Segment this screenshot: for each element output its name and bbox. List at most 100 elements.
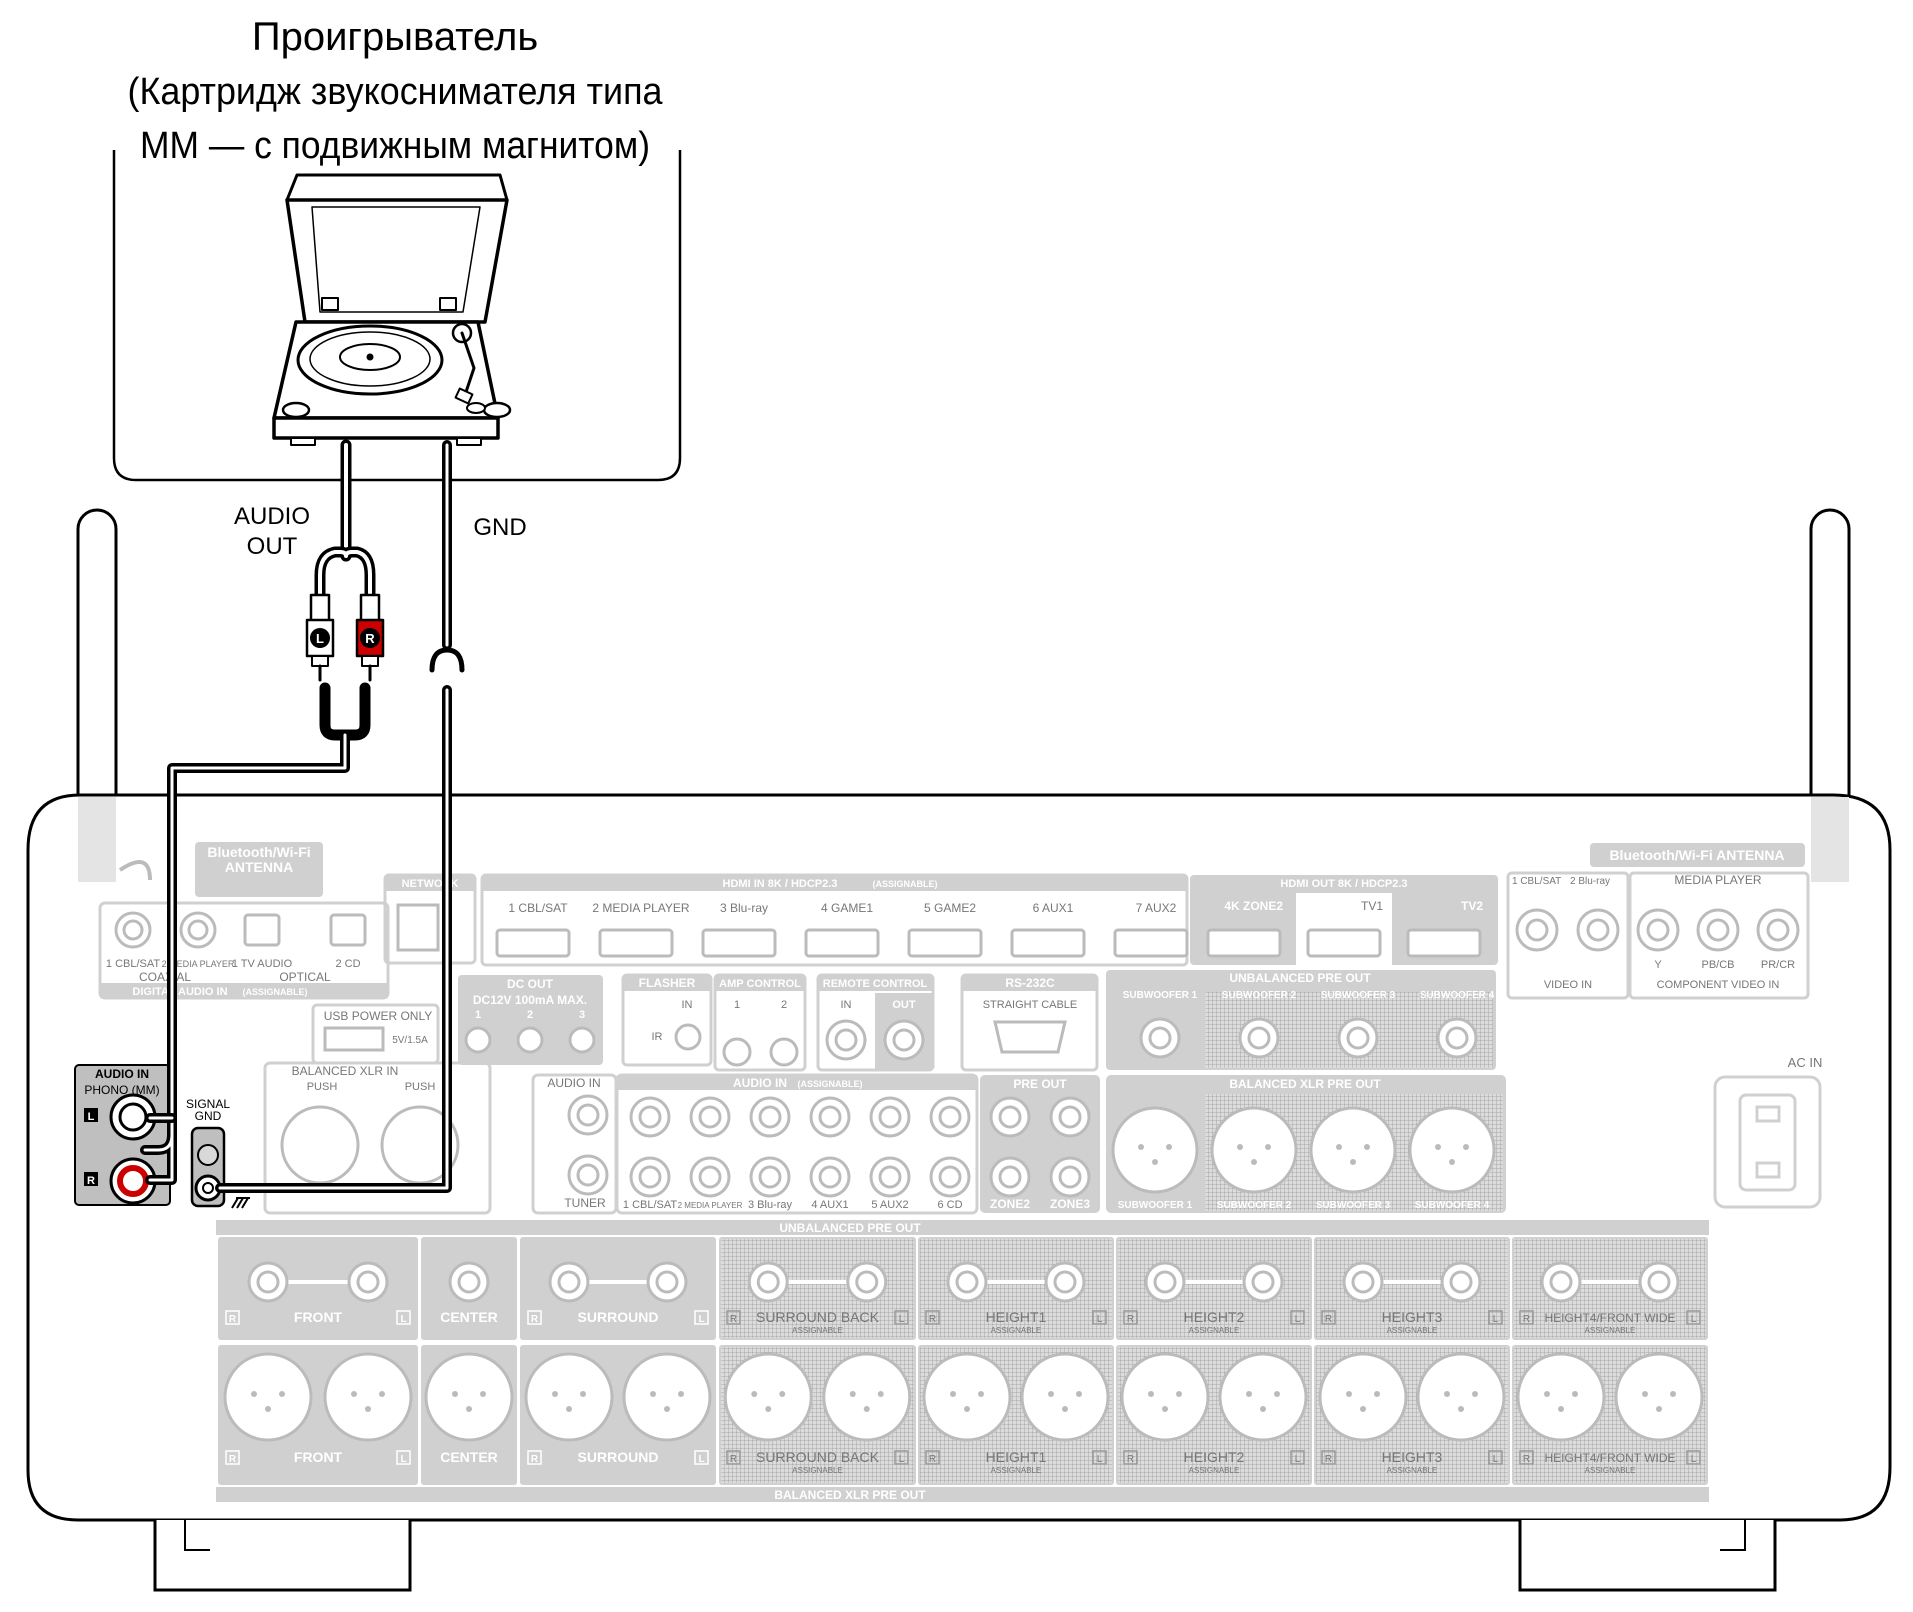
channel-assignable-tag: ASSIGNABLE <box>1189 1466 1240 1475</box>
hdmi-in-port-label: 3 Blu-ray <box>720 901 768 915</box>
flasher-in-label: IN <box>682 999 693 1011</box>
coax-1-label: 1 CBL/SAT <box>106 958 160 970</box>
dc-port[interactable] <box>568 1026 596 1054</box>
audio-out-label-1: AUDIO <box>234 503 310 530</box>
dc-out-rating: DC12V 100mA MAX. <box>473 993 587 1007</box>
component-y-label: Y <box>1654 959 1662 971</box>
turntable-frame <box>112 150 682 482</box>
usb-rating-label: 5V/1.5A <box>392 1035 428 1046</box>
channel-xlr-port[interactable] <box>1516 1352 1606 1442</box>
hdmi-in-port[interactable] <box>701 928 777 958</box>
channel-xlr-port[interactable] <box>622 1352 712 1442</box>
hdmi-out-port-label: 4K ZONE2 <box>1224 899 1283 913</box>
component-video-in-label: COMPONENT VIDEO IN <box>1657 979 1780 991</box>
dc-port-label: 2 <box>527 1009 533 1021</box>
component-pb-label: PB/CB <box>1701 959 1734 971</box>
digital-assignable-label: (ASSIGNABLE) <box>243 987 308 997</box>
sub-xlr-label: SUBWOOFER 1 <box>1118 1200 1193 1211</box>
phono-mm-label: PHONO (MM) <box>84 1083 159 1097</box>
sub-xlr-port[interactable] <box>1309 1106 1397 1194</box>
coax-2-label: 2 MEDIA PLAYER <box>162 959 235 969</box>
hdmi-out-port[interactable] <box>1206 928 1282 958</box>
channel-name-label: SURROUND <box>578 1449 659 1465</box>
audio-in-port-label: 2 MEDIA PLAYER <box>678 1201 743 1210</box>
channel-r-tag: R <box>229 1454 237 1465</box>
dc-port-label: 3 <box>579 1009 585 1021</box>
sub-xlr-port[interactable] <box>1111 1106 1199 1194</box>
amp-2-label: 2 <box>781 999 787 1011</box>
dc-port[interactable] <box>464 1026 492 1054</box>
channel-xlr-port[interactable] <box>1020 1352 1110 1442</box>
hdmi-out-port-label: TV1 <box>1361 899 1383 913</box>
channel-l-tag: L <box>1295 1454 1301 1465</box>
receiver-feet <box>153 1520 1777 1592</box>
channel-xlr-port[interactable] <box>1416 1352 1506 1442</box>
channel-assignable-tag: ASSIGNABLE <box>1585 1326 1636 1335</box>
channel-xlr-port[interactable] <box>822 1352 912 1442</box>
channel-assignable-tag: ASSIGNABLE <box>991 1326 1042 1335</box>
channel-xlr-port[interactable] <box>1614 1352 1704 1442</box>
audio-in-assignable-tag: (ASSIGNABLE) <box>798 1079 863 1089</box>
channel-name-label: HEIGHT4/FRONT WIDE <box>1544 1451 1675 1465</box>
sub-xlr-port[interactable] <box>1408 1106 1496 1194</box>
tuner-audio-in-label: AUDIO IN <box>547 1076 600 1090</box>
channel-assignable-tag: ASSIGNABLE <box>792 1466 843 1475</box>
hdmi-out-port[interactable] <box>1306 928 1382 958</box>
channel-l-tag: L <box>698 1314 704 1325</box>
sub-rca-label: SUBWOOFER 2 <box>1222 990 1297 1001</box>
channel-assignable-tag: ASSIGNABLE <box>1189 1326 1240 1335</box>
rs232c-label: RS-232C <box>1005 976 1055 990</box>
hdmi-in-port[interactable] <box>495 928 571 958</box>
audio-out-label-2: OUT <box>247 533 298 560</box>
hdmi-in-port[interactable] <box>1010 928 1086 958</box>
channel-l-tag: L <box>1295 1314 1301 1325</box>
hdmi-in-label: HDMI IN 8K / HDCP2.3 <box>723 878 838 890</box>
hdmi-in-port[interactable] <box>1113 928 1189 958</box>
channel-xlr-port[interactable] <box>1218 1352 1308 1442</box>
remote-in-label: IN <box>841 999 852 1011</box>
channel-assignable-tag: ASSIGNABLE <box>1387 1326 1438 1335</box>
channel-xlr-port[interactable] <box>723 1352 813 1442</box>
sub-xlr-label: SUBWOOFER 3 <box>1316 1200 1391 1211</box>
remote-control-label: REMOTE CONTROL <box>823 978 928 990</box>
hdmi-in-port[interactable] <box>804 928 880 958</box>
channel-l-tag: L <box>1691 1454 1697 1465</box>
hdmi-in-port-label: 2 MEDIA PLAYER <box>592 901 689 915</box>
channel-xlr-port[interactable] <box>223 1352 313 1442</box>
channel-name-label: HEIGHT2 <box>1184 1449 1245 1465</box>
balanced-xlr-in-label: BALANCED XLR IN <box>292 1064 399 1078</box>
sub-rca-label: SUBWOOFER 1 <box>1123 990 1198 1001</box>
gnd-cable <box>215 440 465 1193</box>
sub-xlr-port[interactable] <box>1210 1106 1298 1194</box>
channel-xlr-port[interactable] <box>424 1352 514 1442</box>
bt-antenna-label-left-2: ANTENNA <box>225 859 293 875</box>
channel-xlr-port[interactable] <box>524 1352 614 1442</box>
sub-xlr-label: SUBWOOFER 2 <box>1217 1200 1292 1211</box>
straight-cable-label: STRAIGHT CABLE <box>983 999 1078 1011</box>
signal-gnd-label-2: GND <box>195 1109 222 1123</box>
hdmi-out-port-label: TV2 <box>1461 899 1483 913</box>
hdmi-in-port[interactable] <box>598 928 674 958</box>
hdmi-out-port[interactable] <box>1406 928 1482 958</box>
channel-name-label: HEIGHT1 <box>986 1309 1047 1325</box>
push-label-2: PUSH <box>405 1081 436 1093</box>
dc-port[interactable] <box>516 1026 544 1054</box>
dc-out-label: DC OUT <box>507 977 554 991</box>
digital-audio-in-label: DIGITAL AUDIO IN <box>132 986 227 998</box>
channel-name-label: FRONT <box>294 1449 343 1465</box>
hdmi-in-port[interactable] <box>907 928 983 958</box>
audio-out-cable: L R <box>140 439 385 1185</box>
sub-rca-label: SUBWOOFER 4 <box>1420 990 1495 1001</box>
channel-xlr-port[interactable] <box>323 1352 413 1442</box>
earc-label: eARC <box>1314 918 1341 929</box>
channel-xlr-port[interactable] <box>1120 1352 1210 1442</box>
channel-r-tag: R <box>531 1314 539 1325</box>
channel-xlr-port[interactable] <box>1318 1352 1408 1442</box>
channel-unbalanced-pre-out-label: UNBALANCED PRE OUT <box>779 1221 921 1235</box>
channel-balanced-pre-out-label: BALANCED XLR PRE OUT <box>774 1488 926 1502</box>
optical-1-label: 1 TV AUDIO <box>232 958 293 970</box>
channel-xlr-port[interactable] <box>922 1352 1012 1442</box>
